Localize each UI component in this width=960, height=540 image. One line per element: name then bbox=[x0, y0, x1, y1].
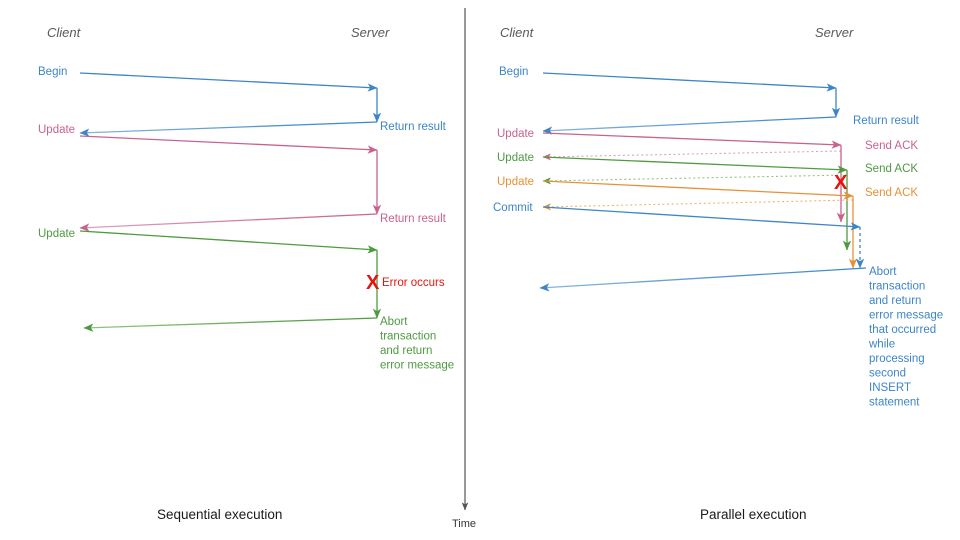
note-line: INSERT bbox=[869, 382, 911, 394]
error-label: Error occurs bbox=[382, 277, 445, 289]
message-label-update-request-1: Update bbox=[38, 124, 75, 136]
message-label-send-ack-orange: Send ACK bbox=[865, 187, 918, 199]
message-arrow-send-ack-orange bbox=[542, 199, 854, 211]
error-x-marker: X bbox=[366, 272, 380, 294]
message-label-update-request-2: Update bbox=[38, 228, 75, 240]
message-label-send-ack-pink: Send ACK bbox=[865, 140, 918, 152]
message-label-return-result: Return result bbox=[853, 115, 920, 127]
message-arrow-begin-request bbox=[79, 72, 378, 92]
message-arrow-abort-return bbox=[539, 267, 867, 292]
message-label-begin-request: Begin bbox=[38, 66, 67, 78]
time-axis-label: Time bbox=[452, 518, 476, 530]
message-label-commit-request: Commit bbox=[493, 202, 533, 214]
message-arrow-commit-request bbox=[542, 206, 861, 231]
note-abort-note: Abort transaction and return error message t… bbox=[868, 266, 943, 409]
message-arrow-abort-return bbox=[83, 317, 378, 332]
note-line: processing bbox=[869, 353, 925, 365]
message-arrow-update-request-1 bbox=[79, 135, 378, 154]
actor-label-server: Server bbox=[815, 25, 854, 40]
actor-label-server: Server bbox=[351, 25, 390, 40]
message-arrow-send-ack-green bbox=[542, 174, 848, 185]
message-label-begin-request: Begin bbox=[499, 66, 528, 78]
message-arrow-update-request-pink bbox=[542, 132, 842, 149]
message-label-return-result-1: Return result bbox=[380, 121, 447, 133]
note-line: Abort bbox=[380, 316, 408, 328]
message-label-return-result-2: Return result bbox=[380, 213, 447, 225]
note-line: transaction bbox=[380, 331, 436, 343]
message-label-update-request-pink: Update bbox=[497, 128, 534, 140]
message-arrow-send-ack-pink bbox=[542, 150, 842, 161]
message-label-send-ack-green: Send ACK bbox=[865, 163, 918, 175]
note-line: and return bbox=[869, 295, 921, 307]
panel-caption-sequential: Sequential execution bbox=[157, 507, 282, 522]
note-abort-note: Abort transaction and return error message bbox=[380, 316, 454, 372]
note-line: error message bbox=[380, 360, 454, 372]
message-arrow-return-result bbox=[542, 116, 837, 135]
note-line: and return bbox=[380, 345, 432, 357]
actor-label-client: Client bbox=[47, 25, 82, 40]
note-line: error message bbox=[869, 310, 943, 322]
panel-caption-parallel: Parallel execution bbox=[700, 507, 807, 522]
message-label-update-request-green: Update bbox=[497, 152, 534, 164]
note-line: Abort bbox=[869, 266, 897, 278]
message-label-update-request-orange: Update bbox=[497, 176, 534, 188]
message-arrow-return-result-1 bbox=[79, 121, 378, 137]
note-line: second bbox=[869, 368, 906, 380]
message-arrow-update-request-orange bbox=[542, 180, 854, 200]
error-x-marker: X bbox=[834, 172, 848, 194]
divider-layer: Time bbox=[452, 8, 476, 530]
message-arrow-update-request-green bbox=[542, 156, 848, 174]
message-arrow-return-result-2 bbox=[79, 213, 378, 232]
note-line: while bbox=[868, 339, 895, 351]
note-line: that occurred bbox=[869, 324, 936, 336]
actor-label-client: Client bbox=[500, 25, 535, 40]
message-arrow-begin-request bbox=[542, 72, 837, 92]
note-line: transaction bbox=[869, 281, 925, 293]
note-line: statement bbox=[869, 397, 920, 409]
message-arrow-update-request-2 bbox=[79, 230, 378, 254]
